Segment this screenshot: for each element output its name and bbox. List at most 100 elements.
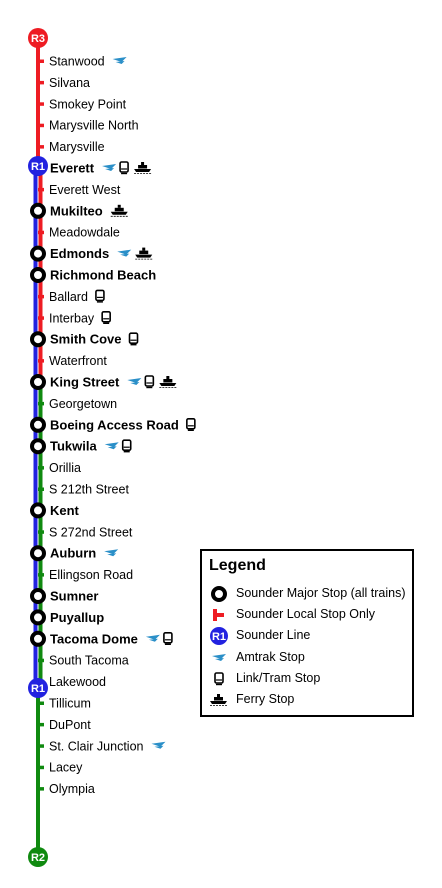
tram-icon [128,332,139,346]
stop-label: Puyallup [50,610,104,625]
stop-label: King Street [50,375,120,390]
stop-ellingson-road: Ellingson Road [38,568,133,582]
stop-label: Silvana [49,76,90,90]
stop-label: Interbay [49,311,95,325]
amtrak-icon [212,653,226,661]
stop-label: St. Clair Junction [49,739,144,753]
stop-label: Waterfront [49,354,107,368]
stop-smith-cove: Smith Cove [30,331,139,348]
stop-label: Auburn [50,546,96,561]
legend-item-ferry: Ferry Stop [202,690,412,710]
stop-marysville: Marysville [38,140,105,154]
tram-icon [144,375,155,389]
stop-label: Olympia [49,782,95,796]
major-stop-marker [30,331,46,348]
major-stop-marker [30,416,46,433]
line-badge-icon: R1 [210,627,228,646]
legend-item-tram: Link/Tram Stop [202,669,412,689]
stop-label: Tillicum [49,697,91,711]
major-stop-marker [30,545,46,562]
stop-lacey: Lacey [38,761,83,775]
legend: Legend Sounder Major Stop (all trains)So… [200,549,414,717]
stop-label: Lacey [49,761,83,775]
tram-icon [186,417,196,431]
major-stop-marker [30,630,46,647]
stop-interbay: Interbay [38,310,111,325]
stop-king-street: King Street [30,374,177,390]
stop-label: Marysville [49,140,105,154]
badge-label: R1 [31,161,45,173]
stop-label: Smokey Point [49,97,127,111]
stop-label: DuPont [49,718,91,732]
stop-tukwila: Tukwila [30,438,132,455]
tram-icon [95,289,105,303]
major-stop-marker [30,202,46,219]
local-stop-marker [38,230,44,235]
legend-item-label: Sounder Local Stop Only [236,607,375,622]
legend-item-line-badge: R1 Sounder Line [202,626,412,646]
stop-meadowdale: Meadowdale [38,226,120,240]
stop-edmonds: Edmonds [30,245,153,262]
svg-text:R1: R1 [212,631,226,643]
stop-sumner: Sumner [30,588,98,604]
legend-item-local-stop: Sounder Local Stop Only [202,605,412,625]
legend-title: Legend [209,557,266,574]
stop-everett-west: Everett West [38,183,121,197]
amtrak-icon [145,634,160,642]
ferry-icon [110,204,128,217]
local-stop-marker [38,316,44,320]
stop-label: Ballard [49,290,88,304]
badge-r3: R3 [28,28,48,48]
badge-r1-south: R1 [28,678,48,698]
amtrak-icon [117,249,132,257]
local-stop-marker [38,744,44,748]
stop-label: Meadowdale [49,226,120,240]
stop-puyallup: Puyallup [30,609,104,626]
badge-label: R1 [31,683,45,695]
stop-label: S 212th Street [49,483,129,497]
stop-label: Everett West [49,183,121,197]
tram-icon [119,161,129,175]
stop-label: Orillia [49,461,81,475]
stop-label: Everett [50,161,95,176]
stop-label: Smith Cove [50,332,122,347]
stop-label: Boeing Access Road [50,417,179,432]
tram-icon [121,439,132,453]
badge-r1-north: R1 [28,156,48,176]
stop-s-212th-street: S 212th Street [38,483,129,497]
local-stop-marker [38,530,44,534]
stop-auburn: Auburn [30,545,119,562]
stop-label: Tacoma Dome [50,631,138,646]
tram-icon [101,310,111,324]
local-stop-marker [38,294,44,299]
stop-ballard: Ballard [38,289,105,304]
stop-richmond-beach: Richmond Beach [30,267,156,283]
local-stop-marker [38,359,44,363]
local-stop-marker [38,765,44,770]
stop-label: Georgetown [49,397,117,411]
stop-st-clair-junction: St. Clair Junction [38,739,166,753]
amtrak-icon [127,378,142,385]
legend-item-label: Sounder Line [236,628,311,643]
tram-icon [163,631,173,645]
major-stop-marker [30,588,46,604]
local-stop-marker [38,80,44,85]
stop-label: Mukilteo [50,203,103,218]
amtrak-icon [104,549,119,557]
stop-marysville-north: Marysville North [38,119,139,133]
legend-item-amtrak: Amtrak Stop [202,648,412,668]
stop-south-tacoma: South Tacoma [38,654,129,668]
stop-boeing-access-road: Boeing Access Road [30,416,196,433]
stop-label: Edmonds [50,246,109,261]
stop-lakewood: Lakewood [38,675,106,689]
amtrak-icon [102,164,117,171]
stop-stanwood: Stanwood [38,55,127,69]
stop-label: Marysville North [49,119,139,133]
stop-label: Tukwila [50,439,97,454]
local-stop-icon [213,609,224,622]
stop-label: Kent [50,503,80,518]
stop-georgetown: Georgetown [38,397,117,411]
local-stop-marker [38,123,44,128]
